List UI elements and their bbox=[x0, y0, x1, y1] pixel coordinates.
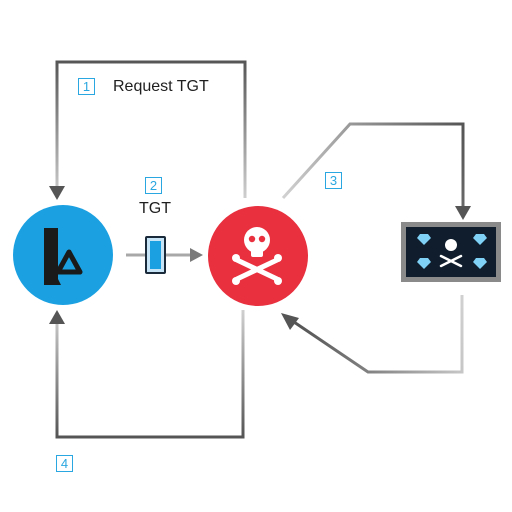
skull-crossbones-icon bbox=[232, 227, 282, 285]
arrow-return bbox=[281, 295, 464, 374]
client-node bbox=[13, 205, 113, 305]
ticket-icon bbox=[145, 236, 166, 274]
step-2-badge: 2 bbox=[145, 177, 162, 194]
step-4-badge: 4 bbox=[56, 455, 73, 472]
step-1-label: Request TGT bbox=[113, 78, 209, 95]
azure-ad-logo-icon bbox=[44, 228, 83, 285]
step-2-label: TGT bbox=[139, 200, 171, 217]
step-3-badge: 3 bbox=[325, 172, 342, 189]
arrow-step-3 bbox=[281, 122, 471, 220]
forged-ticket-icon bbox=[401, 222, 501, 282]
diamond-icon bbox=[417, 234, 487, 269]
arrow-step-1 bbox=[49, 60, 247, 200]
client-circle bbox=[13, 205, 113, 305]
attacker-node bbox=[208, 206, 308, 306]
step-1-badge: 1 bbox=[78, 78, 95, 95]
mini-skull-icon bbox=[439, 239, 463, 268]
arrow-step-4 bbox=[49, 310, 245, 439]
